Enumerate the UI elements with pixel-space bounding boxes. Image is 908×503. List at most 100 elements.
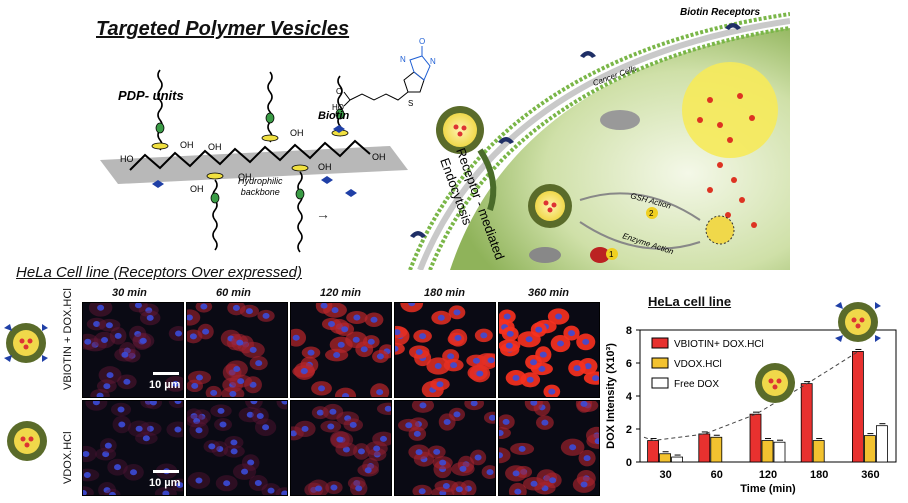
time-label: 180 min bbox=[424, 287, 465, 299]
x-tick-label: 120 bbox=[759, 469, 777, 481]
nucleus-mark bbox=[254, 479, 262, 486]
nucleus-mark bbox=[117, 406, 125, 413]
nucleus-mark bbox=[134, 303, 142, 309]
y-axis-label: DOX Intensity (X10³) bbox=[605, 343, 617, 449]
step-2-text: 2 bbox=[649, 209, 654, 218]
nucleus-mark bbox=[530, 359, 538, 366]
nucleus-mark bbox=[189, 333, 197, 340]
nucleus-mark bbox=[172, 380, 180, 387]
nucleus-mark bbox=[376, 353, 384, 360]
y-tick-label: 2 bbox=[626, 424, 632, 436]
nucleus-mark bbox=[573, 365, 581, 372]
nucleus-mark bbox=[499, 429, 504, 436]
nucleus-mark bbox=[101, 336, 109, 343]
bar bbox=[647, 440, 659, 463]
nucleus-mark bbox=[320, 303, 328, 309]
micrograph-panel bbox=[498, 302, 600, 398]
golgi-icon bbox=[529, 247, 561, 263]
pdp-bead bbox=[335, 108, 345, 120]
nucleus-mark bbox=[146, 314, 154, 321]
micrograph-panel: 10 µm bbox=[82, 400, 184, 496]
nucleus-mark bbox=[336, 436, 344, 443]
nucleus-mark bbox=[357, 448, 365, 455]
x-tick-label: 60 bbox=[711, 469, 723, 481]
polymer-backbone-diagram: HO OH OH OH OH OH OH OH bbox=[100, 69, 408, 253]
step-1-text: 1 bbox=[609, 250, 614, 259]
page-title: Targeted Polymer Vesicles bbox=[96, 18, 350, 40]
linker bbox=[261, 134, 279, 142]
nucleus-mark bbox=[506, 330, 514, 337]
nucleus-mark bbox=[175, 330, 183, 337]
cell-mark bbox=[400, 303, 424, 313]
vesicle-outside bbox=[436, 106, 484, 154]
nucleus-mark bbox=[114, 332, 122, 339]
bar bbox=[851, 351, 864, 463]
row-label-biotin: VBIOTIN + DOX.HCl bbox=[62, 288, 74, 390]
nucleus-mark bbox=[413, 430, 421, 437]
nucleus-mark bbox=[139, 337, 147, 344]
bar bbox=[659, 453, 671, 463]
pdp-units-label: PDP- units bbox=[118, 88, 184, 103]
nucleus-mark bbox=[333, 352, 341, 359]
nucleus-mark bbox=[505, 342, 513, 349]
biotin-s: S bbox=[408, 99, 413, 108]
micrograph-panel bbox=[394, 302, 496, 398]
nucleus-mark bbox=[83, 489, 87, 495]
enzyme-arrow bbox=[579, 221, 701, 250]
nucleus-mark bbox=[300, 368, 308, 375]
oh-label: OH bbox=[318, 162, 332, 172]
nucleus-mark bbox=[367, 338, 375, 345]
nucleus-mark bbox=[219, 421, 227, 428]
nucleus-mark bbox=[395, 345, 399, 352]
nucleus-mark bbox=[439, 459, 447, 466]
nucleus-mark bbox=[193, 417, 201, 424]
nucleus-mark bbox=[337, 341, 345, 348]
nucleus-mark bbox=[249, 346, 257, 353]
nucleus-mark bbox=[93, 321, 101, 328]
nucleus-mark bbox=[241, 468, 249, 475]
membrane-inner bbox=[428, 26, 790, 270]
nucleus-mark bbox=[480, 332, 488, 339]
x-tick-label: 180 bbox=[810, 469, 828, 481]
nucleus-mark bbox=[121, 351, 129, 358]
scale-bar-label: 10 µm bbox=[149, 477, 181, 489]
nucleus-mark bbox=[106, 372, 114, 379]
nucleus-mark bbox=[162, 490, 170, 495]
receptor-icon bbox=[498, 137, 514, 144]
time-label: 30 min bbox=[112, 287, 147, 299]
nucleus-mark bbox=[83, 472, 91, 479]
nucleus-mark bbox=[539, 351, 547, 358]
nucleus-mark bbox=[518, 445, 526, 452]
oh-label: OH bbox=[180, 140, 194, 150]
cell-mark bbox=[395, 342, 405, 355]
biotin-diamond bbox=[345, 189, 357, 197]
nucleus-mark bbox=[538, 365, 546, 372]
nucleus-mark bbox=[530, 480, 538, 487]
nucleus-mark bbox=[419, 402, 427, 409]
nucleus-mark bbox=[488, 414, 495, 421]
pdp-bead bbox=[265, 112, 275, 124]
nucleus-mark bbox=[379, 435, 387, 442]
nucleus-mark bbox=[549, 477, 557, 484]
micrograph-panel bbox=[290, 302, 392, 398]
microscopy-section-title: HeLa Cell line (Receptors Over expressed… bbox=[16, 264, 302, 281]
nucleus-mark bbox=[548, 388, 556, 395]
biotin-o: O bbox=[336, 87, 342, 96]
nucleus-mark bbox=[376, 389, 384, 396]
nucleus-mark bbox=[315, 485, 323, 492]
x-tick-label: 30 bbox=[659, 469, 671, 481]
cell-uptake-diagram: 2 1 GSH Action Enzyme Action Cancer Cell… bbox=[408, 12, 790, 270]
nucleus-mark bbox=[331, 307, 339, 314]
nucleus-mark bbox=[526, 376, 534, 383]
backbone-plane bbox=[100, 146, 408, 184]
nucleus-mark bbox=[104, 442, 112, 449]
nucleus-mark bbox=[187, 314, 193, 321]
nucleus-mark bbox=[135, 425, 143, 432]
nucleus-mark bbox=[217, 407, 225, 414]
cell-mark bbox=[499, 447, 511, 464]
nucleus-mark bbox=[247, 459, 255, 466]
cell-mark bbox=[395, 325, 408, 339]
nucleus-mark bbox=[103, 383, 111, 390]
nucleus-mark bbox=[190, 413, 198, 420]
